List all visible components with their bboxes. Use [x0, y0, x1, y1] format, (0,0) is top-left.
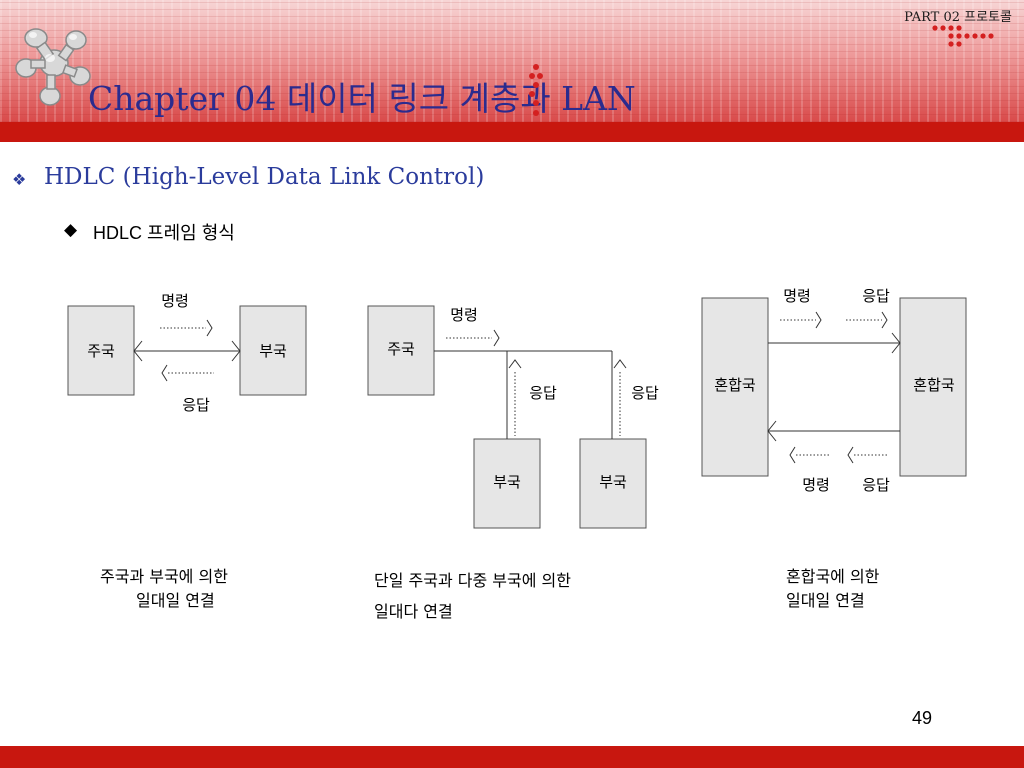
- response-arrow-head: [613, 359, 627, 369]
- response-label: 응답: [862, 476, 890, 494]
- bullet-diamond-icon: ❖: [12, 170, 27, 189]
- molecule-logo-icon: [15, 28, 91, 106]
- chapter-title: Chapter 04 데이터 링크 계층과 LAN: [88, 79, 636, 118]
- decorative-dots-icon: [529, 64, 543, 116]
- response-arrow-head: [161, 364, 168, 382]
- response-label: 응답: [631, 384, 659, 402]
- diagram2-caption: 단일 주국과 다중 부국에 의한 일대다 연결: [374, 565, 654, 627]
- section-title: HDLC (High-Level Data Link Control): [44, 164, 485, 190]
- header-red-band: [0, 122, 1024, 142]
- response-label: 응답: [182, 396, 210, 414]
- decorative-dots-icon: [932, 25, 994, 47]
- sub-title: HDLC 프레임 형식: [93, 223, 235, 243]
- diagram1-caption: 주국과 부국에 의한 일대일 연결: [100, 565, 300, 613]
- secondary-station-box: [239, 305, 307, 396]
- response-arrow-head: [881, 311, 888, 329]
- response-label: 응답: [862, 287, 890, 305]
- page-number: 49: [912, 708, 933, 728]
- caption-line: 혼합국에 의한: [786, 567, 880, 586]
- caption-line: 주국과 부국에 의한: [100, 567, 228, 586]
- combined-station-box: [701, 297, 769, 477]
- secondary-station-box: [473, 438, 541, 529]
- arrow-head: [231, 340, 241, 362]
- command-arrow-head: [789, 446, 796, 464]
- command-label: 명령: [161, 292, 189, 310]
- header-banner: [0, 0, 1024, 122]
- response-arrow-head: [508, 359, 522, 369]
- footer-red-band: [0, 746, 1024, 768]
- command-arrow-head: [815, 311, 822, 329]
- bullet-diamond-icon: ◆: [64, 220, 78, 240]
- response-arrow-head: [847, 446, 854, 464]
- command-arrow-head: [493, 329, 500, 347]
- combined-station-label: 혼합국: [913, 376, 955, 394]
- command-label: 명령: [783, 287, 811, 305]
- arrow-head: [891, 332, 901, 354]
- secondary-station-label: 부국: [259, 342, 287, 360]
- diagram3-caption: 혼합국에 의한 일대일 연결: [786, 565, 966, 613]
- part-label: PART 02 프로토콜: [904, 10, 1012, 25]
- secondary-station-box: [579, 438, 647, 529]
- command-label: 명령: [802, 476, 830, 494]
- combined-station-label: 혼합국: [714, 376, 756, 394]
- primary-station-label: 주국: [87, 342, 115, 360]
- command-arrow-head: [206, 319, 213, 337]
- arrow-head: [133, 340, 143, 362]
- primary-station-label: 주국: [387, 340, 415, 358]
- secondary-station-label: 부국: [599, 473, 627, 491]
- secondary-station-label: 부국: [493, 473, 521, 491]
- response-label: 응답: [529, 384, 557, 402]
- caption-line: 단일 주국과 다중 부국에 의한: [374, 571, 571, 590]
- caption-line: 일대다 연결: [374, 602, 453, 621]
- combined-station-box: [899, 297, 967, 477]
- command-label: 명령: [450, 306, 478, 324]
- caption-line: 일대일 연결: [786, 591, 865, 610]
- arrow-head: [767, 420, 777, 442]
- caption-line: 일대일 연결: [136, 591, 215, 610]
- primary-station-box: [367, 305, 435, 396]
